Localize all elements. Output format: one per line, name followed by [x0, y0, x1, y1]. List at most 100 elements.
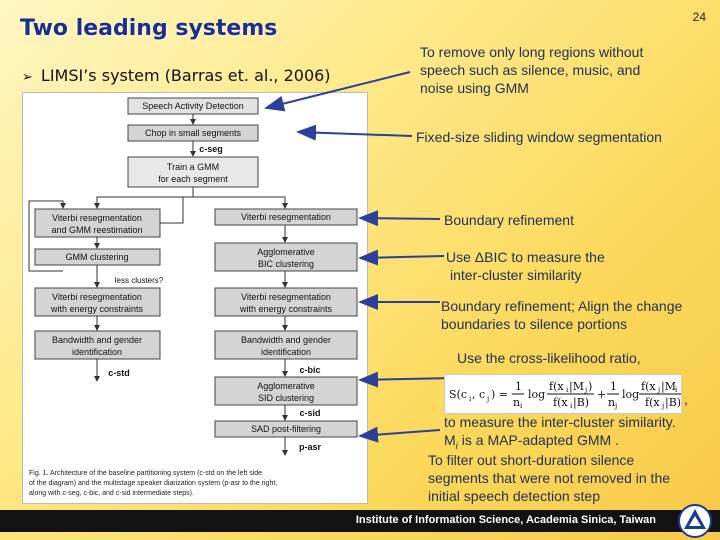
svg-text:f(x: f(x — [549, 380, 564, 393]
svg-text:i: i — [675, 386, 678, 394]
bullet-text: LIMSI’s system (Barras et. al., 2006) — [40, 66, 331, 85]
box-train-gmm-label-1: Train a GMM — [167, 162, 219, 172]
figure-caption-line-3: along with c-seg, c-bic, and c-sid inter… — [29, 490, 194, 497]
sad-annotation-line-1: To remove only long regions without — [420, 44, 644, 60]
box-viterbi-energy-left-label-1: Viterbi resegmentation — [52, 292, 142, 302]
sid-annotation-line-2: to measure the inter-cluster similarity. — [444, 414, 676, 430]
arrow-bullet-icon: ➢ — [22, 70, 33, 85]
box-train-gmm-label-2: for each segment — [158, 174, 228, 184]
box-agglom-bic — [214, 242, 358, 272]
svg-text:S(c: S(c — [449, 388, 467, 401]
svg-text:i: i — [566, 386, 569, 394]
box-agglom-sid — [214, 376, 358, 406]
energy-annotation: Boundary refinement; Align the change bo… — [441, 297, 682, 333]
svg-text:|M: |M — [569, 380, 584, 394]
energy-annotation-line-2: boundaries to silence portions — [441, 316, 628, 332]
box-gmm-clustering-label: GMM clustering — [65, 252, 128, 262]
sid-annotation: to measure the inter-cluster similarity.… — [444, 413, 676, 456]
box-agglom-bic-label-2: BIC clustering — [258, 259, 314, 269]
box-agglom-bic-label-1: Agglomerative — [257, 247, 315, 257]
box-bw-gender-left-label-1: Bandwidth and gender — [52, 335, 142, 345]
post-filter-annotation-line-2: segments that were not removed in the — [428, 470, 671, 486]
box-agglom-sid-label-1: Agglomerative — [257, 381, 315, 391]
box-sad-post — [214, 420, 358, 438]
box-viterbi-energy-right-label-2: with energy constraints — [239, 304, 333, 314]
box-bw-gender-right — [214, 330, 358, 360]
svg-text:) =: ) = — [491, 388, 508, 401]
sid-annotation-line-1: Use the cross-likelihood ratio, — [457, 350, 641, 366]
box-viterbi-energy-left-label-2: with energy constraints — [50, 304, 144, 314]
page-number: 24 — [692, 10, 706, 24]
sid-annotation-model-symbol: M — [444, 432, 456, 448]
figure-caption-line-1: Fig. 1. Architecture of the baseline par… — [29, 470, 262, 477]
box-bw-gender-right-label-1: Bandwidth and gender — [241, 335, 331, 345]
box-chop-label: Chop in small segments — [145, 128, 242, 138]
label-c-sid: c-sid — [299, 408, 320, 418]
footer-bar: Institute of Information Science, Academ… — [0, 510, 720, 532]
label-less-clusters: less clusters? — [115, 276, 164, 285]
svg-text:j: j — [584, 386, 587, 394]
box-viterbi-left-label-1: Viterbi resegmentation — [52, 213, 142, 223]
svg-text:f(x: f(x — [641, 380, 656, 393]
svg-text:log: log — [622, 388, 639, 401]
post-filter-annotation-line-3: initial speech detection step — [428, 488, 600, 504]
slide-title: Two leading systems — [20, 16, 278, 41]
label-c-bic: c-bic — [299, 365, 320, 375]
bullet-item: ➢ LIMSI’s system (Barras et. al., 2006) — [22, 66, 331, 85]
svg-text:i: i — [520, 402, 523, 410]
bic-annotation-line-2: inter-cluster similarity — [450, 267, 582, 283]
bic-annotation: Use ΔBIC to measure the inter-cluster si… — [446, 248, 605, 284]
label-c-std: c-std — [108, 368, 130, 378]
svg-text:f(x: f(x — [553, 396, 568, 409]
svg-text:j: j — [486, 395, 489, 403]
bic-annotation-line-1: Use ΔBIC to measure the — [446, 249, 605, 265]
svg-text:): ) — [588, 380, 592, 393]
energy-annotation-line-1: Boundary refinement; Align the change — [441, 298, 683, 314]
label-c-seg: c-seg — [199, 144, 223, 154]
viterbi-annotation: Boundary refinement — [444, 212, 574, 228]
figure-caption-line-2: of the diagram) and the multistage speak… — [29, 480, 277, 487]
svg-text:, c: , c — [472, 388, 485, 401]
svg-text:n: n — [608, 396, 615, 409]
architecture-figure: Speech Activity Detection Chop in small … — [22, 92, 368, 504]
svg-text:log: log — [528, 388, 545, 401]
sad-annotation: To remove only long regions without spee… — [420, 43, 643, 97]
box-viterbi-energy-right — [214, 287, 358, 317]
svg-text:1: 1 — [610, 380, 617, 393]
svg-text:+: + — [597, 388, 606, 401]
footer-institution: Institute of Information Science, Academ… — [355, 514, 656, 526]
box-viterbi-right — [214, 208, 358, 226]
chop-annotation: Fixed-size sliding window segmentation — [416, 129, 662, 145]
svg-text:f(x: f(x — [645, 396, 660, 409]
box-viterbi-energy-left — [34, 287, 161, 317]
post-filter-annotation-line-1: To filter out short-duration silence — [428, 452, 635, 468]
institute-logo-icon — [678, 504, 712, 538]
sid-annotation-line-3-text: is a MAP-adapted GMM . — [457, 432, 619, 448]
svg-text:j: j — [614, 402, 617, 410]
box-bw-gender-right-label-2: identification — [261, 347, 311, 357]
sid-annotation-model-subscript: i — [455, 440, 458, 452]
box-viterbi-right-label: Viterbi resegmentation — [241, 212, 331, 222]
svg-text:i: i — [469, 395, 472, 403]
box-sad-label: Speech Activity Detection — [142, 101, 244, 111]
sad-annotation-line-2: speech such as silence, music, and — [420, 62, 641, 78]
post-filter-annotation: To filter out short-duration silence seg… — [428, 451, 670, 505]
svg-text:|M: |M — [661, 380, 676, 394]
svg-text:i: i — [570, 402, 573, 410]
svg-text:|B): |B) — [665, 396, 681, 410]
svg-text:j: j — [661, 402, 664, 410]
formula-comma: , — [684, 391, 688, 407]
svg-text:n: n — [513, 396, 520, 409]
box-sad-post-label: SAD post-filtering — [251, 424, 321, 434]
box-viterbi-left-label-2: and GMM reestimation — [51, 225, 142, 235]
sad-annotation-line-3: noise using GMM — [420, 80, 529, 96]
sid-annotation-line-3: Mi is a MAP-adapted GMM . — [444, 431, 676, 456]
box-bw-gender-left-label-2: identification — [72, 347, 122, 357]
svg-text:j: j — [657, 386, 660, 394]
box-agglom-sid-label-2: SID clustering — [258, 393, 314, 403]
svg-text:|B): |B) — [573, 396, 589, 410]
svg-text:1: 1 — [515, 380, 522, 393]
box-viterbi-energy-right-label-1: Viterbi resegmentation — [241, 292, 331, 302]
label-p-asr: p-asr — [299, 442, 322, 452]
